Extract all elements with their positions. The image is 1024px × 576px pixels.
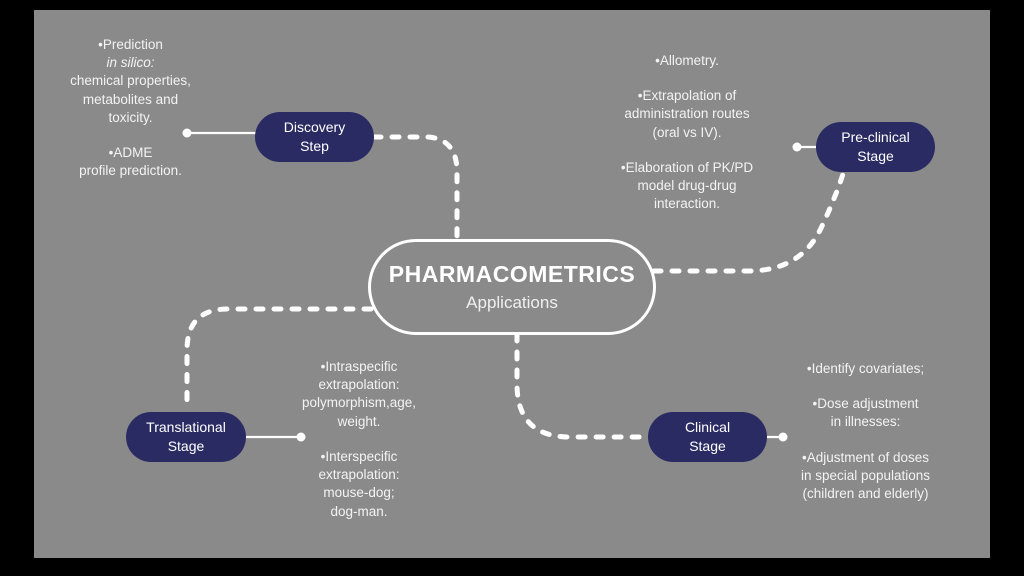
- node-discovery-step: Discovery Step: [255, 112, 374, 162]
- note-line: •Adjustment of doses in special populati…: [800, 449, 931, 502]
- notes-translational: •Intraspecific extrapolation: polymorphi…: [283, 358, 435, 521]
- node-discovery-step-label: Discovery Step: [283, 119, 346, 154]
- node-preclinical-stage-label: Pre-clinical Stage: [841, 129, 910, 164]
- note-line: •Allometry.: [655, 53, 719, 68]
- note-line: •ADME profile prediction.: [79, 145, 182, 179]
- node-clinical-stage: Clinical Stage: [648, 412, 767, 462]
- note-line: •Prediction: [98, 37, 163, 52]
- notes-discovery: •Prediction in silico: chemical properti…: [48, 36, 213, 181]
- note-line: •Extrapolation of administration routes …: [624, 88, 750, 140]
- note-line: •Dose adjustment in illnesses:: [812, 396, 919, 430]
- notes-clinical: •Identify covariates; •Dose adjustment i…: [778, 360, 953, 503]
- note-line: chemical properties, metabolites and tox…: [70, 73, 191, 125]
- node-translational-stage-label: Translational Stage: [146, 419, 226, 454]
- central-subtitle: Applications: [466, 293, 558, 312]
- note-line: •Identify covariates;: [806, 361, 925, 376]
- node-preclinical-stage: Pre-clinical Stage: [816, 122, 935, 172]
- note-line: •Interspecific extrapolation: mouse-dog;…: [318, 448, 400, 519]
- central-title: PHARMACOMETRICS: [388, 261, 636, 287]
- notes-preclinical: •Allometry. •Extrapolation of administra…: [598, 52, 776, 214]
- node-clinical-stage-label: Clinical Stage: [684, 419, 731, 454]
- note-line: •Intraspecific extrapolation: polymorphi…: [301, 359, 417, 429]
- note-line-italic: in silico:: [106, 55, 155, 71]
- central-node: PHARMACOMETRICS Applications: [368, 239, 656, 335]
- node-translational-stage: Translational Stage: [126, 412, 246, 462]
- note-line: •Elaboration of PK/PD model drug-drug in…: [620, 159, 754, 212]
